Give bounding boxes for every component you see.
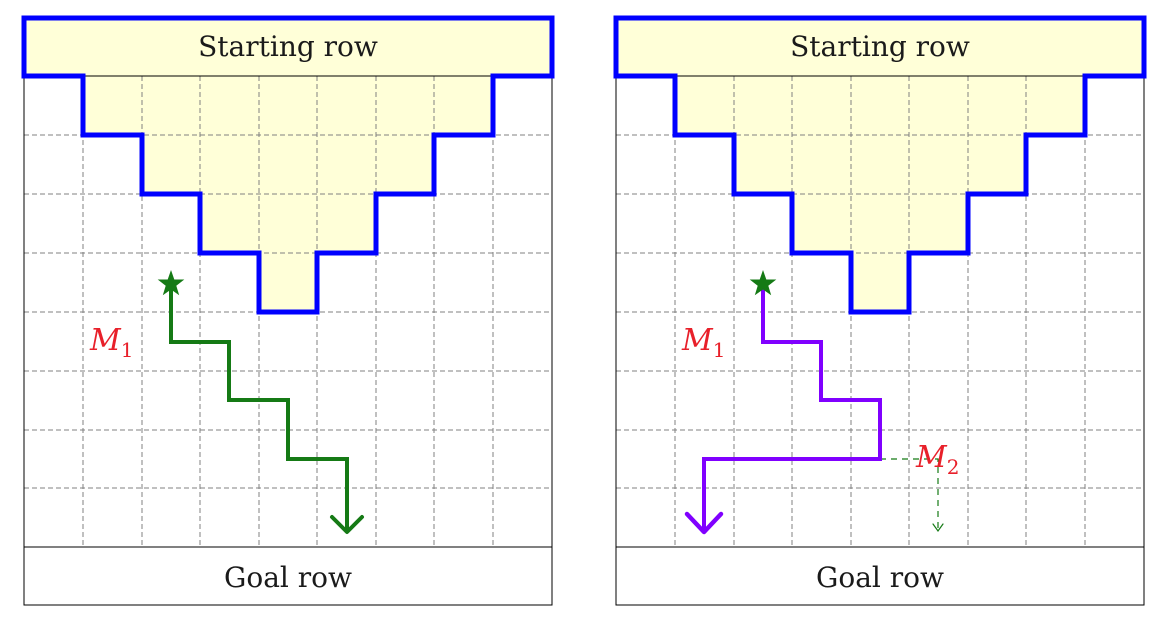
arrowhead-icon [330,515,364,534]
board-border [615,75,1145,606]
path-m1 [169,288,349,530]
goal-row-label: Goal row [224,561,352,594]
arrowhead-icon [932,523,944,533]
path-m1-purple [702,288,882,530]
starting-region-fill [24,18,552,312]
panel-right: Starting row Goal row M1 M2 [613,15,1147,606]
label-m2: M2 [915,440,959,479]
board-border [23,75,553,606]
starting-row-label: Starting row [790,30,970,63]
path-m2-dashed [880,458,939,528]
label-m1: M1 [681,323,725,362]
starting-row-label: Starting row [198,30,378,63]
arrowhead-icon [684,511,724,535]
starting-region-border [613,15,1147,315]
starting-region-border [21,15,555,315]
label-m1: M1 [89,323,133,362]
starting-region-fill [616,18,1144,312]
goal-row-label: Goal row [816,561,944,594]
panel-left: Starting row Goal row M1 [21,15,555,606]
